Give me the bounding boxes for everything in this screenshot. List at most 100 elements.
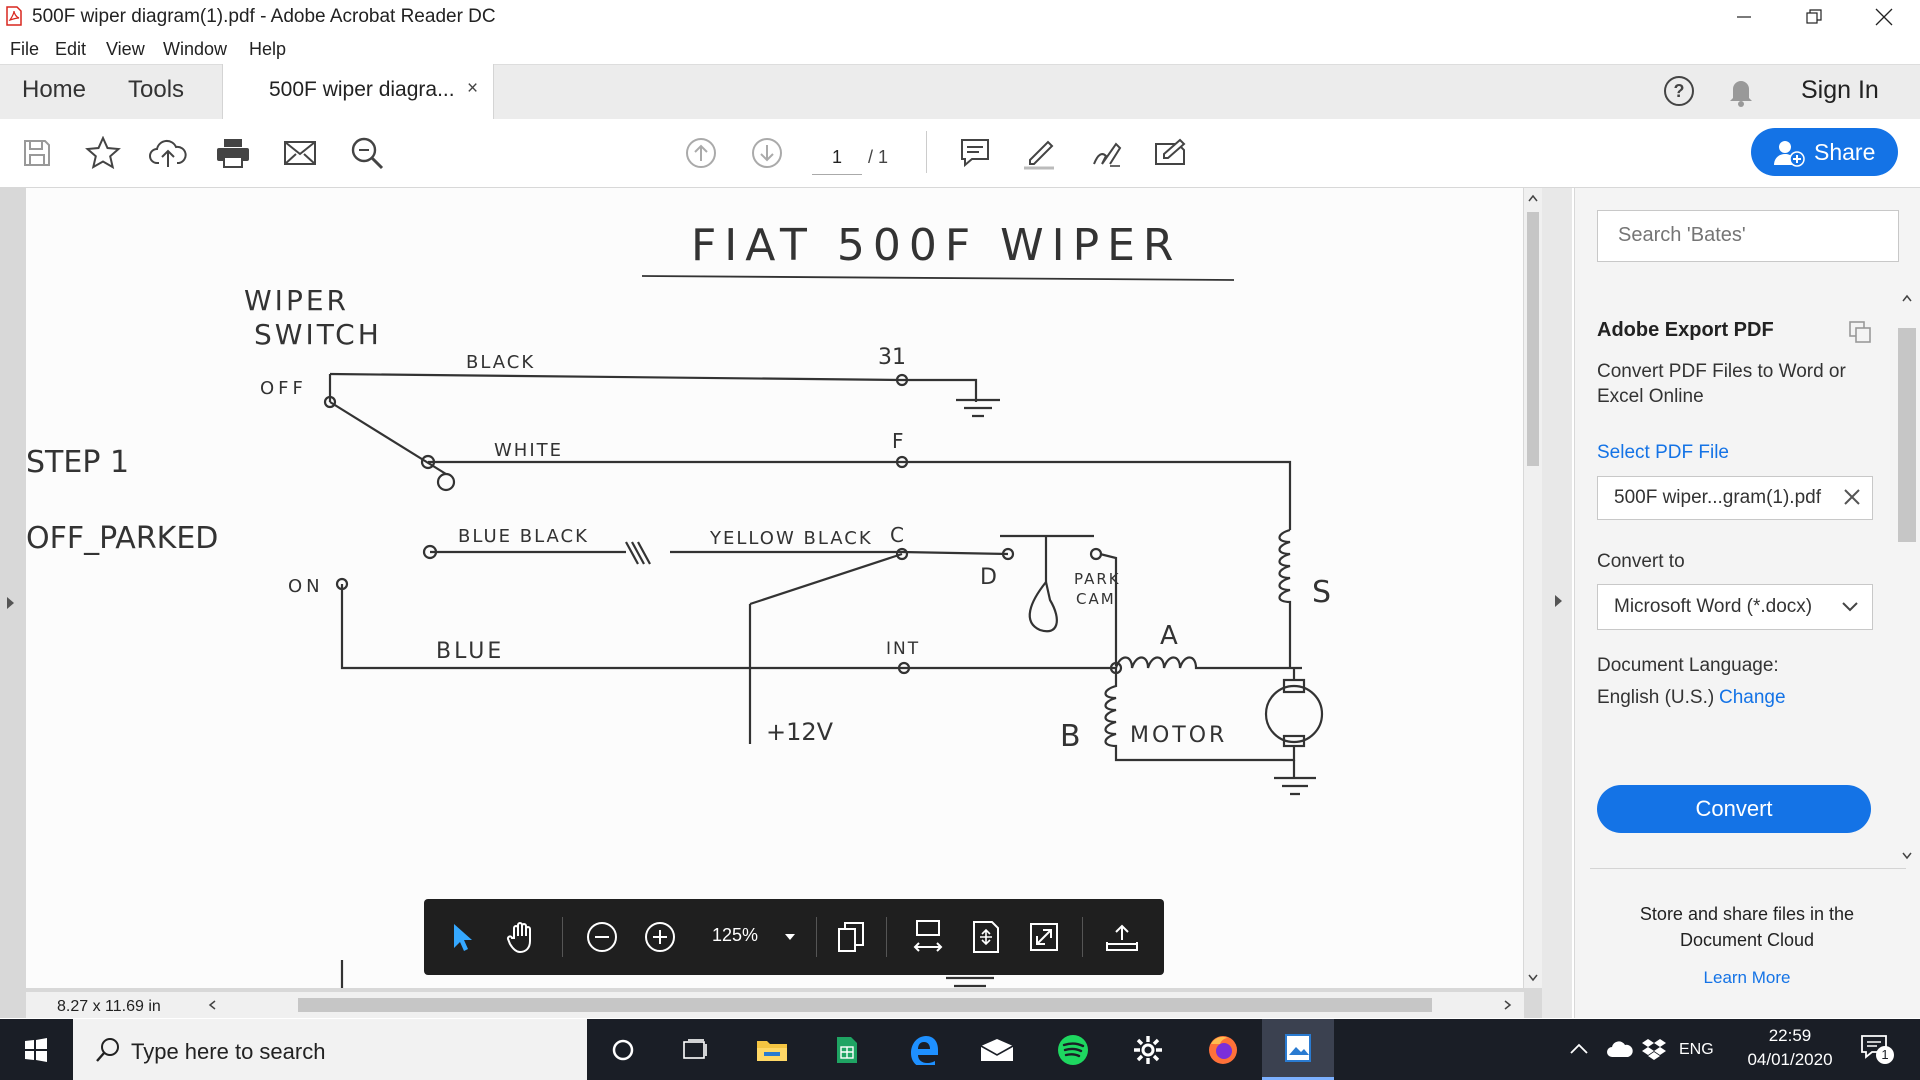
terminal-d-label: D <box>980 565 997 590</box>
keyboard-language[interactable]: ENG <box>1679 1041 1714 1058</box>
fit-width-button[interactable] <box>906 899 950 975</box>
close-tab-button[interactable]: × <box>467 78 479 99</box>
menu-file[interactable]: File <box>10 39 40 59</box>
restore-button[interactable] <box>1784 0 1844 34</box>
hand-tool-button[interactable] <box>500 899 544 975</box>
select-pdf-file-link[interactable]: Select PDF File <box>1597 442 1729 463</box>
convert-button[interactable]: Convert <box>1597 785 1871 833</box>
tools-search-input[interactable] <box>1616 211 1890 259</box>
email-button[interactable] <box>275 119 325 187</box>
menu-help[interactable]: Help <box>249 39 287 59</box>
start-button[interactable] <box>0 1019 72 1080</box>
edge-browser-button[interactable] <box>889 1019 959 1080</box>
cortana-button[interactable] <box>588 1019 658 1080</box>
system-clock[interactable]: 22:59 04/01/2020 <box>1730 1024 1850 1072</box>
settings-button[interactable] <box>1113 1019 1183 1080</box>
search-icon <box>96 1038 119 1062</box>
firefox-button[interactable] <box>1188 1019 1258 1080</box>
remove-file-button[interactable] <box>1842 487 1862 512</box>
spreadsheet-app-button[interactable] <box>812 1019 882 1080</box>
mail-app-button[interactable] <box>962 1019 1032 1080</box>
sign-in-link[interactable]: Sign In <box>1801 76 1879 104</box>
right-panel-scroll-thumb[interactable] <box>1898 328 1916 542</box>
tab-document[interactable]: 500F wiper diagra... × <box>222 64 494 119</box>
zoom-in-button[interactable] <box>640 899 680 975</box>
zoom-level-value: 125% <box>712 925 759 945</box>
tools-search-box[interactable] <box>1597 210 1899 262</box>
change-language-link[interactable]: Change <box>1719 687 1786 708</box>
left-panel-toggle[interactable] <box>6 596 16 615</box>
menu-window[interactable]: Window <box>163 39 228 59</box>
onedrive-tray-icon[interactable] <box>1606 1040 1634 1063</box>
collapse-panel-button[interactable] <box>1848 320 1872 349</box>
diagram-title: FIAT 500F WIPER <box>691 220 1182 271</box>
zoom-out-icon <box>587 922 617 952</box>
minimize-button[interactable] <box>1714 0 1774 34</box>
comment-button[interactable] <box>950 119 1000 187</box>
highlight-button[interactable] <box>1015 119 1065 187</box>
show-hidden-icons-button[interactable] <box>1570 1042 1588 1060</box>
right-panel-scrollbar[interactable] <box>1896 290 1918 870</box>
close-window-button[interactable] <box>1854 0 1914 34</box>
bookmark-button[interactable] <box>78 119 128 187</box>
print-button[interactable] <box>208 119 258 187</box>
vertical-scroll-thumb[interactable] <box>1527 212 1539 466</box>
caret-down-icon <box>785 934 795 940</box>
park-label: PARK <box>1074 570 1121 588</box>
help-button[interactable]: ? <box>1662 74 1696 108</box>
notifications-button[interactable] <box>1724 74 1758 108</box>
zoom-level-dropdown[interactable] <box>702 899 802 975</box>
wiper-circuit-diagram: FIAT 500F WIPER WIPER SWITCH STEP 1 OFF_… <box>26 220 1331 988</box>
page-number-input[interactable]: 1 <box>812 140 862 175</box>
vertical-scrollbar[interactable] <box>1524 188 1542 988</box>
acrobat-file-icon <box>6 6 22 26</box>
select-tool-button[interactable] <box>442 899 482 975</box>
sign-button[interactable] <box>1081 119 1131 187</box>
learn-more-link[interactable]: Learn More <box>1703 968 1791 987</box>
document-language-label: Document Language: <box>1597 655 1779 676</box>
task-view-button[interactable] <box>660 1019 730 1080</box>
white-wire-label: WHITE <box>494 440 563 461</box>
spotify-button[interactable] <box>1038 1019 1108 1080</box>
export-pdf-title: Adobe Export PDF <box>1597 319 1774 341</box>
dropbox-icon <box>1642 1039 1666 1060</box>
cursor-icon <box>454 924 472 951</box>
menu-view[interactable]: View <box>106 39 145 59</box>
file-explorer-button[interactable] <box>737 1019 807 1080</box>
wiper-label: WIPER <box>244 284 349 317</box>
chevron-right-icon <box>7 597 14 609</box>
chevron-up-icon <box>1570 1043 1588 1054</box>
document-cloud-promo: Store and share files in the Document Cl… <box>1639 904 1855 950</box>
horizontal-scrollbar[interactable] <box>26 992 1524 1018</box>
fit-page-button[interactable] <box>964 899 1008 975</box>
horizontal-scroll-thumb[interactable] <box>298 998 1432 1012</box>
full-screen-button[interactable] <box>1022 899 1066 975</box>
acrobat-taskbar-button[interactable] <box>1262 1019 1334 1080</box>
pdf-page[interactable]: FIAT 500F WIPER WIPER SWITCH STEP 1 OFF_… <box>26 188 1523 988</box>
taskbar-search-box[interactable]: Type here to search <box>73 1019 587 1080</box>
bell-icon <box>1730 81 1752 107</box>
toolbar-divider <box>926 131 927 173</box>
page-dimensions: 8.27 x 11.69 in <box>57 998 161 1015</box>
menu-edit[interactable]: Edit <box>55 39 87 59</box>
previous-page-button[interactable] <box>676 119 726 187</box>
save-button[interactable] <box>12 119 62 187</box>
fit-width-icon <box>913 920 943 952</box>
more-tools-button[interactable] <box>1146 119 1196 187</box>
next-page-button[interactable] <box>742 119 792 187</box>
dropbox-tray-icon[interactable] <box>1642 1038 1666 1065</box>
save-icon <box>24 140 50 166</box>
find-button[interactable] <box>342 119 392 187</box>
tab-tools[interactable]: Tools <box>128 76 185 103</box>
page-view-button[interactable] <box>830 899 874 975</box>
share-button[interactable]: Share <box>1751 128 1898 176</box>
minimize-icon <box>1737 16 1751 18</box>
right-panel-toggle[interactable] <box>1554 594 1564 613</box>
convert-to-select[interactable]: Microsoft Word (*.docx) <box>1597 584 1873 630</box>
zoom-out-button[interactable] <box>582 899 622 975</box>
task-view-icon <box>683 1038 707 1059</box>
read-mode-button[interactable] <box>1100 899 1144 975</box>
action-center-button[interactable]: 1 <box>1860 1034 1900 1068</box>
upload-button[interactable] <box>143 119 193 187</box>
tab-home[interactable]: Home <box>22 76 87 103</box>
